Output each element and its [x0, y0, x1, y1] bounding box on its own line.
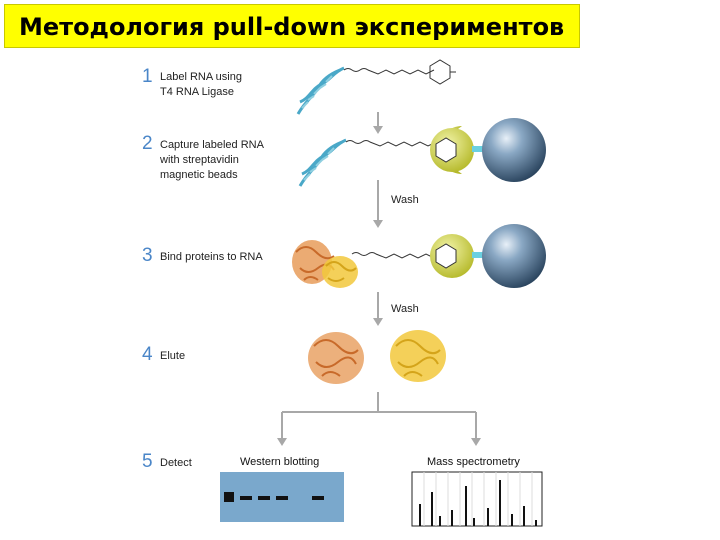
western-blotting-label: Western blotting — [240, 456, 320, 468]
step-1-number: 1 — [142, 66, 153, 87]
biotin-structure-icon — [429, 59, 456, 85]
step-4-label: Elute — [160, 349, 185, 364]
step-2-line-3: magnetic beads — [160, 169, 238, 181]
down-arrow-icon — [373, 112, 383, 134]
rna-helix-icon — [298, 138, 347, 187]
linker-chain — [343, 68, 435, 75]
magnetic-bead-icon — [482, 118, 546, 182]
step-5-label: Detect — [160, 456, 192, 471]
mass-spectrometry-label: Mass spectrometry — [427, 456, 520, 468]
step-1-line-1: Label RNA using — [160, 71, 242, 83]
protein-orange-icon — [308, 332, 364, 384]
step-3-label: Bind proteins to RNA — [160, 250, 263, 265]
streptavidin-icon — [430, 234, 474, 278]
step-5-number: 5 — [142, 451, 153, 472]
mass-spectrum-panel — [411, 471, 543, 527]
step-5-line-1: Detect — [160, 457, 192, 469]
rna-helix-icon — [296, 66, 345, 115]
western-blot-panel — [220, 472, 344, 522]
protein-yellow-icon — [390, 330, 446, 382]
streptavidin-icon — [430, 126, 474, 174]
bead-linker — [472, 146, 486, 152]
step-4-number: 4 — [142, 344, 153, 365]
branch-arrows — [277, 392, 481, 446]
step-3-number: 3 — [142, 245, 153, 266]
step-2-number: 2 — [142, 133, 153, 154]
step-1-label: Label RNA using T4 RNA Ligase — [160, 70, 242, 100]
step-2-label: Capture labeled RNA with streptavidin ma… — [160, 138, 264, 183]
step-1-line-2: T4 RNA Ligase — [160, 86, 234, 98]
down-arrow-icon — [373, 292, 383, 326]
protein-yellow-icon — [322, 256, 358, 288]
wash-label-1: Wash — [391, 194, 419, 206]
down-arrow-icon — [373, 180, 383, 228]
step-3-line-1: Bind proteins to RNA — [160, 251, 263, 263]
step-2-line-2: with streptavidin — [160, 154, 239, 166]
linker-chain — [351, 252, 443, 259]
title-banner: Методология pull-down экспериментов — [4, 4, 580, 48]
step-2-line-1: Capture labeled RNA — [160, 139, 264, 151]
magnetic-bead-icon — [482, 224, 546, 288]
step-4-line-1: Elute — [160, 350, 186, 362]
page-title: Методология pull-down экспериментов — [19, 13, 565, 41]
bead-linker — [472, 252, 486, 258]
linker-chain — [345, 140, 437, 147]
wash-label-2: Wash — [391, 303, 419, 315]
